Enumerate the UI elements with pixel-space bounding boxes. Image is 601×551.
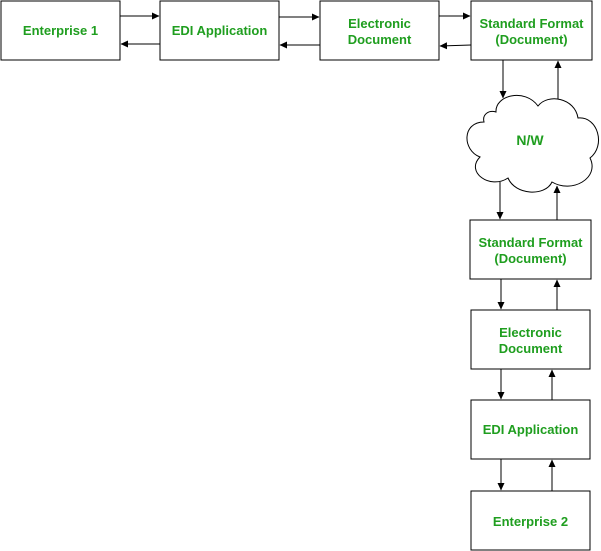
cloud-label: N/W <box>516 132 544 148</box>
node-label: EDI Application <box>172 23 268 38</box>
node-label: EDI Application <box>483 422 579 437</box>
node-label-line-1: Electronic <box>499 325 562 340</box>
node-edi-application-bottom: EDI Application <box>470 399 591 460</box>
node-standard-format-bottom: Standard Format (Document) <box>469 219 592 280</box>
node-label-line-1: Electronic <box>348 16 411 31</box>
node-label-line-1: Standard Format <box>478 235 583 250</box>
node-label: Enterprise 1 <box>23 23 98 38</box>
node-label-line-2: Document <box>348 32 412 47</box>
node-label-line-2: (Document) <box>495 32 567 47</box>
node-label: Enterprise 2 <box>493 514 568 529</box>
node-enterprise-1: Enterprise 1 <box>0 0 121 61</box>
node-electronic-document-top: Electronic Document <box>319 0 440 61</box>
node-standard-format-top: Standard Format (Document) <box>470 0 593 61</box>
network-cloud: N/W <box>466 94 599 193</box>
node-edi-application-top: EDI Application <box>159 0 280 61</box>
node-label-line-2: (Document) <box>494 251 566 266</box>
node-enterprise-2: Enterprise 2 <box>470 490 591 551</box>
node-electronic-document-bottom: Electronic Document <box>470 309 591 370</box>
node-label-line-1: Standard Format <box>479 16 584 31</box>
arrow-standard-to-electronic <box>439 42 472 50</box>
node-label-line-2: Document <box>499 341 563 356</box>
